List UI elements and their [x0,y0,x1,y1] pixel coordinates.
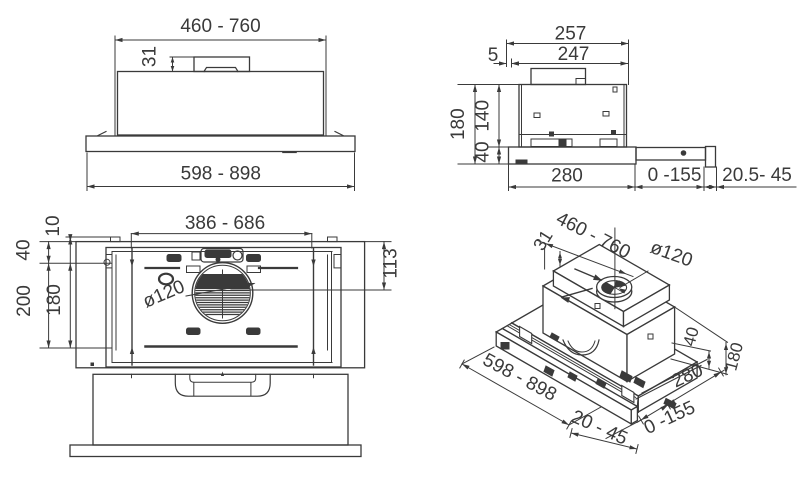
svg-text:113: 113 [381,248,402,278]
svg-text:200: 200 [14,285,35,317]
svg-text:10: 10 [43,215,64,236]
svg-text:598 - 898: 598 - 898 [181,164,261,185]
svg-text:31: 31 [529,227,557,255]
svg-text:180: 180 [721,340,747,372]
svg-text:247: 247 [558,44,590,65]
svg-text:20.5- 45: 20.5- 45 [722,165,792,186]
svg-text:ø120: ø120 [140,276,188,312]
svg-text:40: 40 [473,141,494,162]
svg-text:180: 180 [448,108,469,140]
svg-text:386 - 686: 386 - 686 [185,213,265,234]
svg-text:40: 40 [14,239,35,260]
svg-text:180: 180 [44,284,65,316]
svg-text:280: 280 [551,166,583,187]
svg-text:40: 40 [680,325,703,348]
svg-text:257: 257 [555,24,587,45]
svg-text:140: 140 [473,100,494,132]
svg-text:5: 5 [488,45,499,66]
svg-text:460 - 760: 460 - 760 [180,16,260,37]
svg-text:0 -155: 0 -155 [648,165,702,186]
svg-text:31: 31 [140,46,161,67]
svg-text:ø120: ø120 [647,237,695,272]
